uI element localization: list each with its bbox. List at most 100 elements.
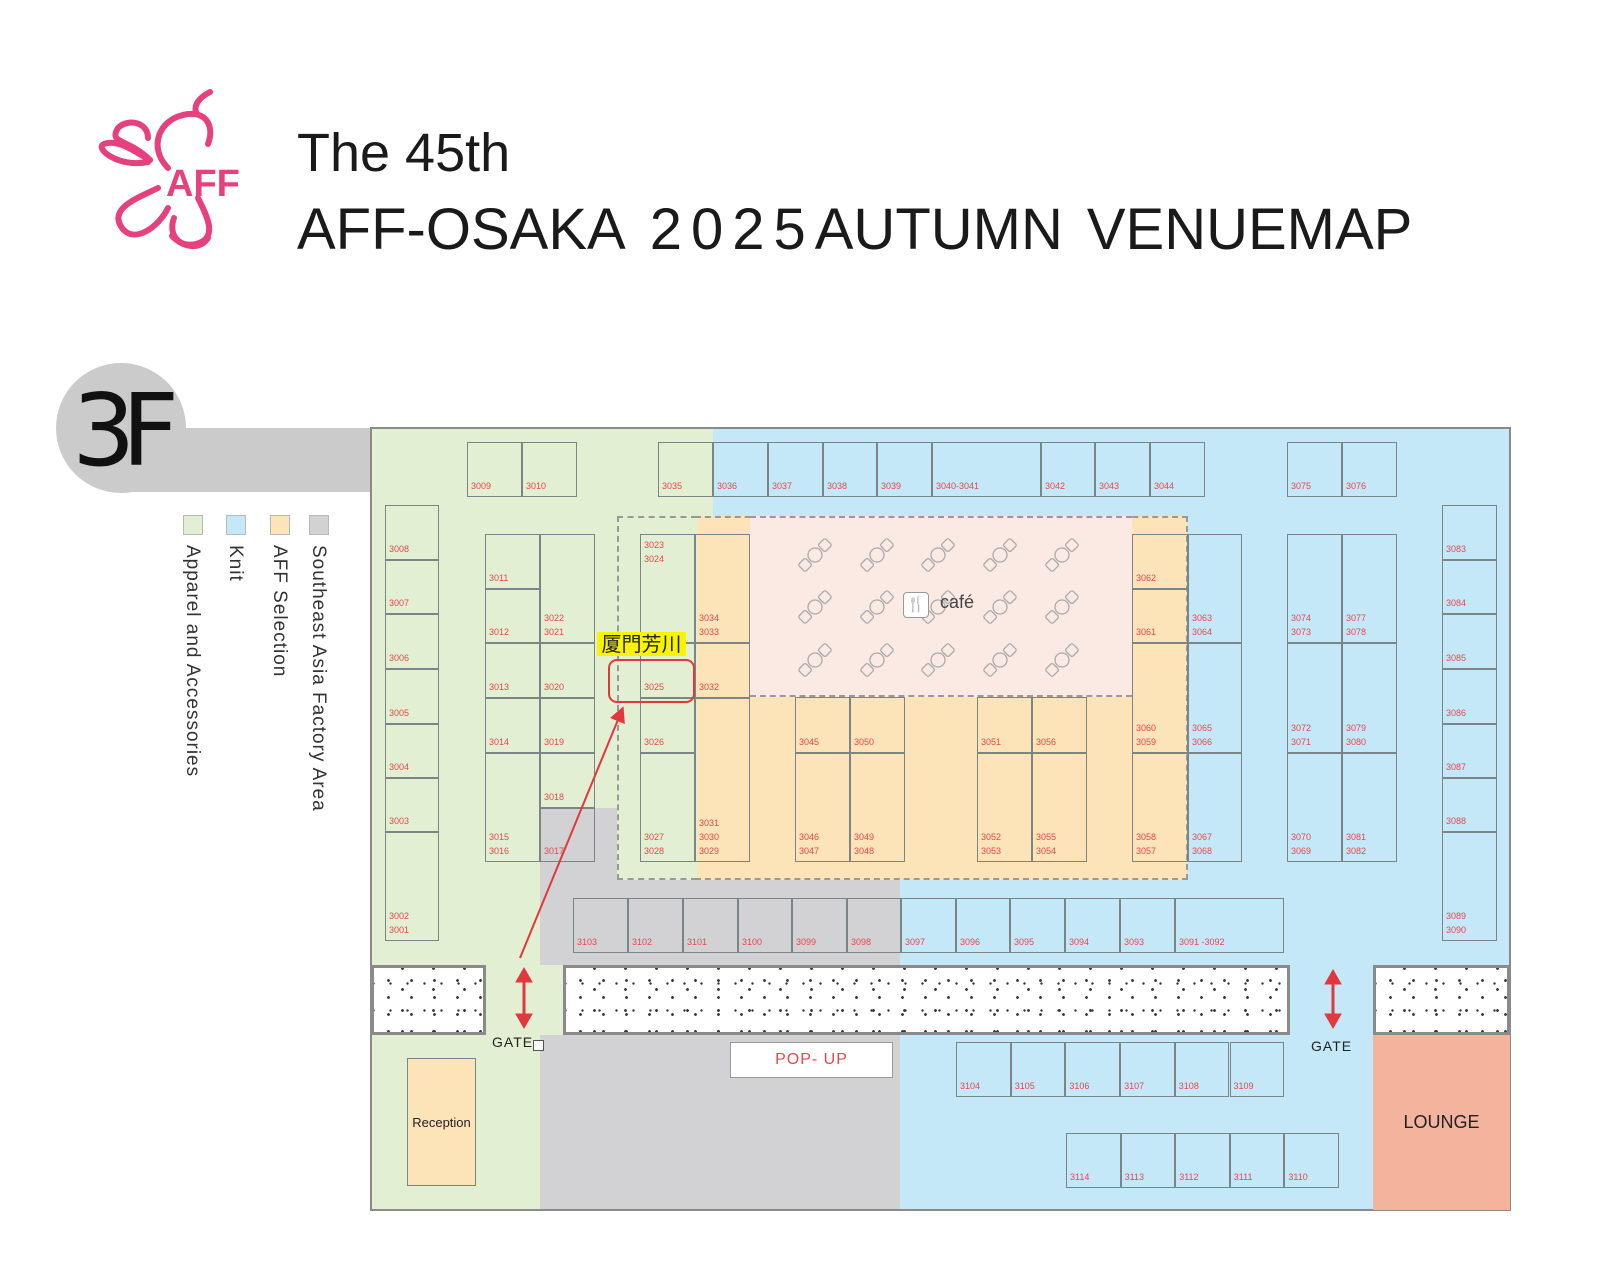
booth-number: 3065: [1192, 723, 1213, 733]
booth[interactable]: 3112: [1175, 1133, 1230, 1188]
booth[interactable]: 3013: [485, 643, 540, 698]
booth[interactable]: 3102: [628, 898, 683, 953]
booth-number: 3044: [1154, 481, 1175, 491]
booth[interactable]: 3110: [1284, 1133, 1339, 1188]
booth[interactable]: 3038: [823, 442, 877, 497]
booth[interactable]: 3061: [1132, 589, 1188, 643]
booth-number: 3071: [1291, 737, 1312, 747]
booth[interactable]: 3019: [540, 698, 595, 753]
booth[interactable]: 3017: [540, 808, 595, 862]
booth[interactable]: 3062: [1132, 534, 1188, 589]
booth[interactable]: 3114: [1066, 1133, 1121, 1188]
booth[interactable]: 3103: [573, 898, 628, 953]
booth[interactable]: 3004: [385, 724, 439, 778]
booth[interactable]: 3086: [1442, 669, 1497, 724]
booth[interactable]: 3008: [385, 505, 439, 560]
booth-number: 3026: [644, 737, 665, 747]
booth[interactable]: 3085: [1442, 614, 1497, 669]
booth[interactable]: 3106: [1065, 1042, 1121, 1097]
booth[interactable]: 3051: [977, 697, 1032, 753]
booth[interactable]: 3108: [1174, 1042, 1230, 1097]
booth[interactable]: 3099: [792, 898, 847, 953]
booth[interactable]: 3097: [901, 898, 956, 953]
booth[interactable]: 3105: [1010, 1042, 1066, 1097]
booth[interactable]: 3076: [1342, 442, 1397, 497]
booth[interactable]: 3113: [1120, 1133, 1176, 1188]
booth[interactable]: 3037: [768, 442, 823, 497]
booth[interactable]: 3043: [1095, 442, 1150, 497]
booth[interactable]: 3107: [1120, 1042, 1175, 1097]
booth[interactable]: 3096: [956, 898, 1010, 953]
booth[interactable]: 3005: [385, 669, 439, 724]
booth[interactable]: 3042: [1041, 442, 1095, 497]
booth[interactable]: 3036: [713, 442, 768, 497]
booth-labels: 3005: [389, 706, 409, 720]
booth[interactable]: 3101: [683, 898, 738, 953]
booth-labels: 3050: [854, 735, 874, 749]
booth[interactable]: 3100: [738, 898, 792, 953]
booth-number: 3023: [644, 540, 665, 550]
booth-number: 3076: [1346, 481, 1367, 491]
booth[interactable]: 3094: [1065, 898, 1120, 953]
booth[interactable]: 3084: [1442, 560, 1497, 614]
booth[interactable]: 3098: [847, 898, 901, 953]
legend-label: Southeast Asia Factory Area: [308, 545, 329, 812]
booth[interactable]: 3040-3041: [932, 442, 1041, 497]
booth[interactable]: 3095: [1010, 898, 1065, 953]
booth[interactable]: 3075: [1287, 442, 1342, 497]
booth[interactable]: 3039: [877, 442, 932, 497]
booth[interactable]: 3011: [485, 534, 540, 589]
booth[interactable]: 3009: [467, 442, 522, 497]
booth[interactable]: 3088: [1442, 778, 1497, 832]
booth[interactable]: 3026: [640, 698, 695, 753]
booth[interactable]: 3104: [956, 1042, 1011, 1097]
booth[interactable]: 3091 -3092: [1175, 898, 1284, 953]
booth[interactable]: 3020: [540, 643, 595, 698]
booth[interactable]: 3111: [1229, 1133, 1285, 1188]
booth[interactable]: 3045: [795, 697, 850, 753]
booth-number: 3045: [799, 737, 820, 747]
booth[interactable]: 3093: [1120, 898, 1175, 953]
booth[interactable]: 3012: [485, 589, 540, 643]
booth[interactable]: 3018: [540, 753, 595, 808]
booth[interactable]: 3044: [1150, 442, 1205, 497]
booth-number: 3057: [1136, 846, 1157, 856]
booth[interactable]: 3035: [658, 442, 713, 497]
booth[interactable]: 3032: [695, 643, 750, 698]
booth[interactable]: 3083: [1442, 505, 1497, 560]
booth[interactable]: 3109: [1229, 1042, 1285, 1097]
booth[interactable]: 3014: [485, 698, 540, 753]
booth[interactable]: 3087: [1442, 724, 1497, 778]
booth[interactable]: 3056: [1032, 697, 1087, 753]
booth[interactable]: 3003: [385, 778, 439, 832]
booth[interactable]: 3050: [850, 697, 905, 753]
booth-number: 3069: [1291, 846, 1312, 856]
booth[interactable]: 3007: [385, 560, 439, 614]
booth[interactable]: 3006: [385, 614, 439, 669]
booth[interactable]: 3010: [522, 442, 577, 497]
